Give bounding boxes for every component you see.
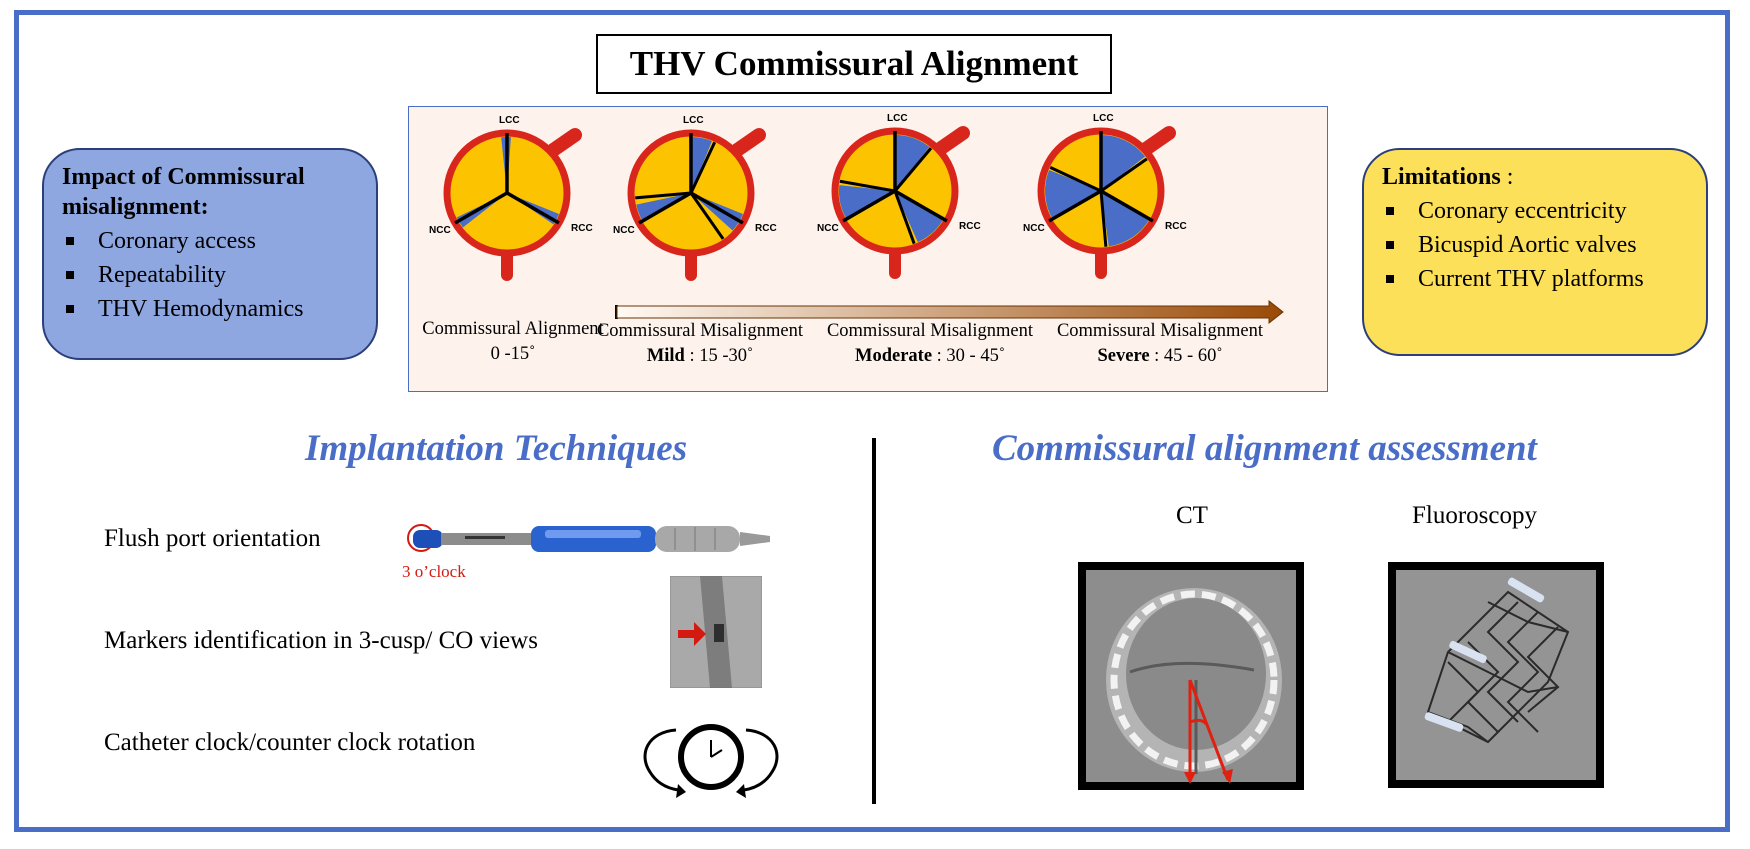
impact-item-hemodynamics: THV Hemodynamics [62,292,358,326]
limitations-item-coronary-eccentricity: Coronary eccentricity [1382,194,1688,228]
valve-severe: LCC NCC RCC [1023,113,1187,279]
valve-moderate: LCC NCC RCC [817,113,981,279]
rcc-label: RCC [959,221,981,232]
limitations-item-thv-platforms: Current THV platforms [1382,262,1688,296]
stage-severity: Moderate [854,346,933,366]
stage-line1: Commissural Misalignment [1056,321,1264,341]
limitations-colon: : [1500,164,1514,190]
stage-line1: Commissural Misalignment [826,321,1034,341]
valve-alignment-diagram: LCC NCC RCC LCC NCC RCC LCC NCC RCC LCC NCC RCC Com… [408,106,1328,392]
stage-caption-moderate: Commissural Misalignment Moderate : 30 -… [825,319,1035,369]
technique-flush-port: Flush port orientation [104,525,321,552]
stage-line2: Mild : 15 -30˚ [595,344,805,369]
ncc-label: NCC [613,225,635,236]
rcc-label: RCC [755,223,777,234]
impact-panel: Impact of Commissural misalignment: Coro… [42,148,378,360]
technique-markers: Markers identification in 3-cusp/ CO vie… [104,627,538,654]
valve-mild: LCC NCC RCC [613,115,777,281]
stage-line1: Commissural Misalignment [596,321,804,341]
limitations-panel: Limitations : Coronary eccentricity Bicu… [1362,148,1708,356]
stage-range: : 30 - 45˚ [932,346,1005,366]
valve-aligned: LCC NCC RCC [429,115,593,281]
stage-range: : 15 -30˚ [684,346,754,366]
stage-caption-aligned: Commissural Alignment 0 -15˚ [413,317,613,367]
impact-item-coronary-access: Coronary access [62,224,358,258]
lcc-label: LCC [887,113,908,124]
stage-line1: Commissural Alignment [422,319,604,339]
lcc-label: LCC [499,115,520,126]
stage-range: : 45 - 60˚ [1149,346,1223,366]
fluoroscopy-label: Fluoroscopy [1412,502,1537,529]
figure-frame [14,10,1730,832]
clock-position-label: 3 o’clock [402,562,466,581]
fluoroscopy-marker-icon [670,576,762,688]
stage-line2: Moderate : 30 - 45˚ [825,344,1035,369]
ct-label: CT [1176,502,1208,529]
stage-range: 0 -15˚ [490,344,536,364]
limitations-item-bicuspid: Bicuspid Aortic valves [1382,228,1688,262]
stage-caption-mild: Commissural Misalignment Mild : 15 -30˚ [595,319,805,369]
ncc-label: NCC [1023,223,1045,234]
stage-line2: 0 -15˚ [413,342,613,367]
impact-heading: Impact of Commissural misalignment: [62,164,305,220]
rotation-clock-icon [643,724,779,798]
technique-rotation: Catheter clock/counter clock rotation [104,729,476,756]
impact-item-repeatability: Repeatability [62,258,358,292]
rcc-label: RCC [571,223,593,234]
impact-list: Coronary access Repeatability THV Hemody… [62,224,358,326]
lcc-label: LCC [683,115,704,126]
stage-line2: Severe : 45 - 60˚ [1055,344,1265,369]
figure-title: THV Commissural Alignment [596,34,1112,94]
limitations-heading-row: Limitations : [1382,162,1688,192]
implantation-title: Implantation Techniques [305,428,688,469]
lcc-label: LCC [1093,113,1114,124]
severity-gradient-arrow [615,299,1284,325]
assessment-title: Commissural alignment assessment [992,428,1537,469]
stage-caption-severe: Commissural Misalignment Severe : 45 - 6… [1055,319,1265,369]
stage-severity: Mild [646,346,685,366]
ct-scan-icon [1078,562,1304,790]
stage-severity: Severe [1097,346,1150,366]
fluoroscopy-stent-icon [1388,562,1604,788]
ncc-label: NCC [817,223,839,234]
valve-svg: LCC NCC RCC LCC NCC RCC LCC NCC RCC LCC NCC RCC [429,113,1284,325]
rcc-label: RCC [1165,221,1187,232]
limitations-heading: Limitations [1382,164,1501,190]
section-divider [872,438,876,804]
limitations-list: Coronary eccentricity Bicuspid Aortic va… [1382,194,1688,296]
ncc-label: NCC [429,225,451,236]
delivery-catheter-icon [407,524,770,552]
